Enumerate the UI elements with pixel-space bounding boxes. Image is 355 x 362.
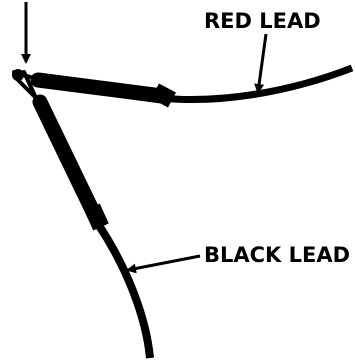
black-lead-leader-arrow [126,254,201,274]
red-lead-wire [159,64,354,103]
clip-point [12,69,24,81]
black-lead-label: BLACK LEAD [204,243,350,267]
red-lead-leader-arrow [254,33,268,94]
red-lead-probe-body [30,72,170,104]
black-lead-wire [94,221,154,359]
red-lead-label: RED LEAD [204,9,321,33]
black-lead-probe-body [32,94,104,226]
red-lead-probe-collar [151,83,176,108]
